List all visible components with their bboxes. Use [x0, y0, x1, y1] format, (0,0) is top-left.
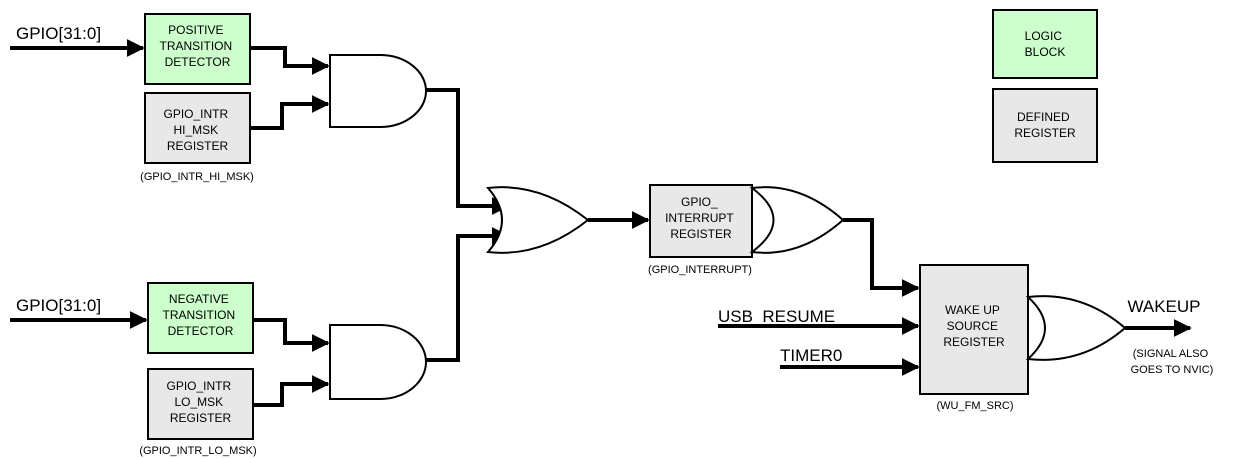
gpio-bottom-label: GPIO[31:0] [16, 296, 101, 315]
top-and-to-or-wire [425, 88, 510, 215]
interrupt-or-to-wakeup-wire [843, 218, 920, 297]
gpio-intr-hi-msk-register-label: GPIO_INTR HI_MSK REGISTER [163, 107, 231, 153]
bottom-and-gate [329, 324, 427, 400]
interrupt-caption: (GPIO_INTERRUPT) [648, 264, 752, 276]
wakeup-output-label: WAKEUP [1127, 297, 1200, 316]
gpio-intr-lo-msk-register [147, 368, 254, 440]
wakeup-source-register [919, 264, 1029, 395]
negative-transition-detector-label: NEGATIVE TRANSITION DETECTOR [162, 292, 238, 338]
gpio-interrupt-register-label: GPIO_ INTERRUPT REGISTER [665, 195, 737, 241]
timer0-label: TIMER0 [780, 346, 842, 365]
gpio-top-label: GPIO[31:0] [16, 24, 101, 43]
detector-to-and-wire [250, 46, 330, 75]
wakeup-or-gate [1025, 295, 1127, 361]
hi-msk-caption: (GPIO_INTR_HI_MSK) [140, 171, 254, 183]
legend-defined-register [992, 88, 1098, 163]
bottom-and-to-or-wire [425, 227, 510, 362]
wakeup-output-note: (SIGNAL ALSO GOES TO NVIC) [1131, 348, 1214, 376]
positive-transition-detector-label: POSITIVE TRANSITION DETECTOR [159, 23, 235, 69]
negative-transition-detector [147, 282, 254, 354]
wakeup-source-caption: (WU_FM_SRC) [937, 400, 1014, 412]
hi-mask-to-and-wire [250, 95, 330, 130]
gpio-interrupt-register [649, 184, 753, 258]
combine-or-gate [485, 186, 590, 254]
lo-msk-caption: (GPIO_INTR_LO_MSK) [139, 445, 256, 457]
top-and-gate [329, 54, 427, 128]
detector-to-lower-and-wire [253, 318, 330, 352]
legend-logic-block [992, 9, 1098, 79]
gpio-intr-hi-msk-register [144, 92, 251, 164]
wakeup-source-register-label: WAKE UP SOURCE REGISTER [943, 303, 1005, 349]
gpio-intr-lo-msk-register-label: GPIO_INTR LO_MSK REGISTER [166, 379, 234, 425]
usb-resume-label: USB_RESUME [718, 307, 835, 326]
legend-logic-block-label: LOGIC BLOCK [1025, 29, 1066, 59]
interrupt-or-gate [749, 186, 845, 254]
lo-mask-to-lower-and-wire [253, 375, 330, 407]
legend-defined-register-label: DEFINED REGISTER [1014, 110, 1076, 140]
